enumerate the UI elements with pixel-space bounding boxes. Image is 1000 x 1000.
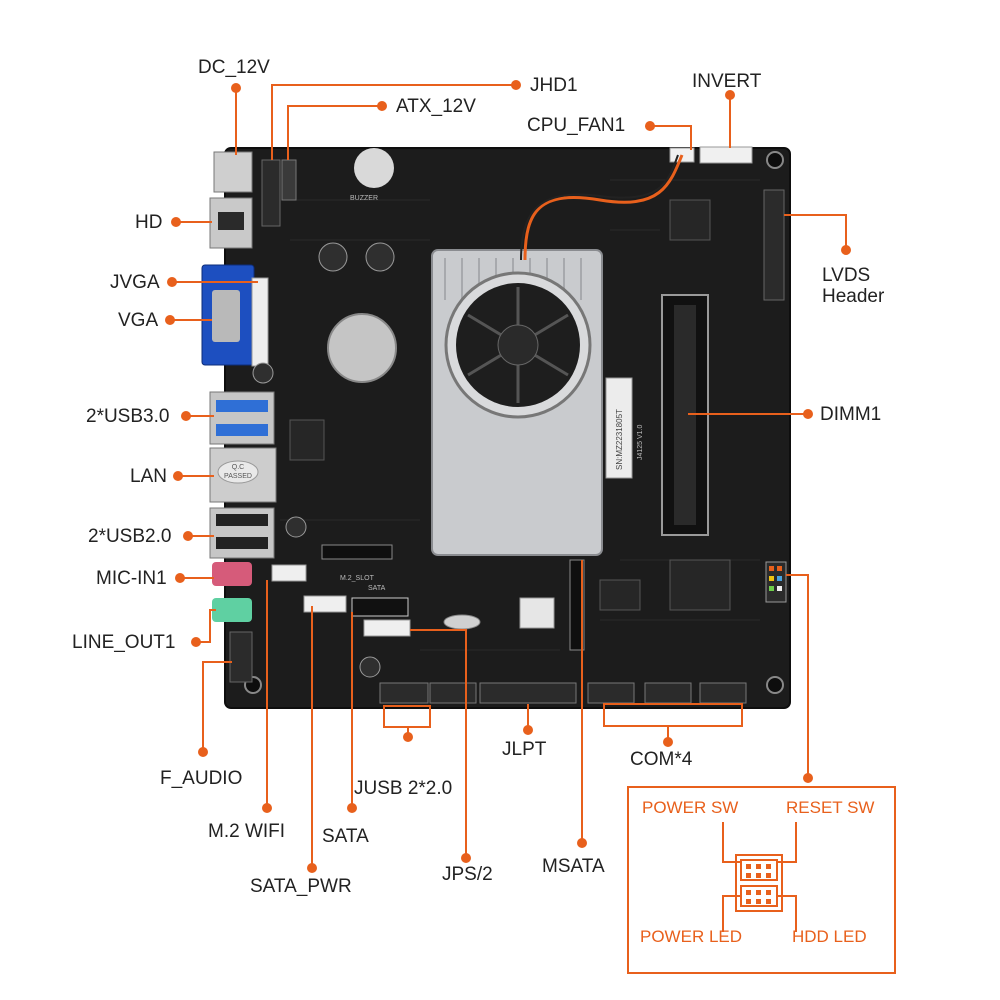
label-msata: MSATA (542, 856, 605, 877)
buzzer-silk: BUZZER (350, 195, 378, 202)
lvds-header (763, 189, 785, 301)
crystal (443, 614, 481, 630)
qr-sticker (519, 597, 555, 629)
qc-stamp-line1: Q.C (232, 464, 244, 471)
callout-hdd-led: HDD LED (792, 927, 867, 946)
callout-pin-block (722, 822, 797, 932)
label-mic-in1: MIC-IN1 (96, 568, 167, 589)
label-m2-wifi: M.2 WIFI (208, 821, 286, 842)
qc-stamp-line2: PASSED (224, 473, 252, 480)
callout-power-sw: POWER SW (642, 798, 739, 817)
cpu-model-silk: J4125 V1.0 (637, 424, 644, 460)
label-usb20: 2*USB2.0 (88, 526, 172, 547)
label-jvga: JVGA (110, 272, 160, 293)
buzzer (354, 148, 394, 188)
cpu-sticker-text: SN:MZ2231805T (615, 409, 624, 470)
label-invert: INVERT (692, 71, 762, 92)
front-panel-header (765, 561, 787, 603)
label-f-audio: F_AUDIO (160, 768, 243, 789)
speaker-header (271, 564, 307, 582)
leader-lines (170, 84, 847, 868)
label-jusb: JUSB 2*2.0 (354, 778, 453, 799)
label-jlpt: JLPT (502, 739, 547, 760)
mic-in-jack (212, 562, 252, 586)
callout-pins (746, 864, 771, 904)
label-lvds-line1: LVDS (822, 265, 871, 286)
label-dc-12v: DC_12V (198, 57, 270, 78)
label-sata: SATA (322, 826, 369, 847)
label-line-out1: LINE_OUT1 (72, 632, 176, 653)
callout-power-led: POWER LED (640, 927, 743, 946)
label-jhd1: JHD1 (530, 75, 578, 96)
invert-connector (699, 146, 753, 164)
front-panel-pins (769, 566, 782, 591)
m2-slot (321, 544, 393, 560)
cpu-sticker (605, 377, 633, 479)
label-dimm1: DIMM1 (820, 404, 882, 425)
msata-slot (569, 559, 585, 651)
atx-12v-connector (281, 159, 297, 201)
usb3-ports (209, 391, 275, 445)
label-hd: HD (135, 212, 163, 233)
capacitors (252, 242, 395, 678)
label-vga: VGA (118, 310, 159, 331)
sata-pwr-connector (303, 595, 347, 613)
cmos-battery (327, 313, 397, 383)
chips (289, 199, 731, 611)
jhd1-header (261, 159, 281, 227)
jps2-header (363, 619, 411, 637)
label-com4: COM*4 (630, 749, 693, 770)
label-lan: LAN (130, 466, 167, 487)
sata-silk: SATA (368, 585, 386, 592)
dc-jack (213, 151, 253, 193)
f-audio-header (229, 631, 253, 683)
fan-cable (523, 154, 684, 261)
leader-dots (165, 80, 851, 873)
bottom-headers (379, 682, 747, 704)
jvga-header (251, 277, 269, 367)
label-jps2: JPS/2 (442, 864, 493, 885)
label-sata-pwr: SATA_PWR (250, 876, 352, 897)
label-atx-12v: ATX_12V (396, 96, 476, 117)
callout-reset-sw: RESET SW (786, 798, 875, 817)
label-usb30: 2*USB3.0 (86, 406, 170, 427)
sata-port (351, 597, 409, 617)
m2-slot-silk: M.2_SLOT (340, 575, 375, 582)
line-out-jack (212, 598, 252, 622)
label-lvds-line2: Header (822, 286, 885, 307)
label-cpu-fan1: CPU_FAN1 (527, 115, 626, 136)
